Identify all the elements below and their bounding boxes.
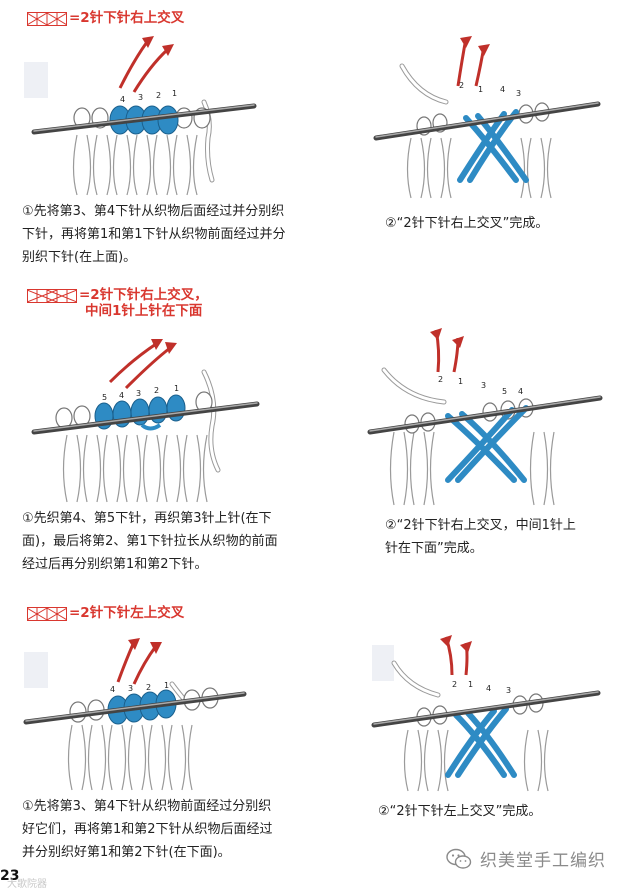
page-number: 23 — [0, 868, 20, 884]
stitch-label: 3 — [136, 389, 141, 398]
section-1-right-diagram: 2 1 4 3 — [373, 36, 601, 199]
section-2-title: =2针下针右上交叉， 中间1针上针在下面 — [27, 287, 208, 319]
section-1-left-diagram: 4 3 2 1 — [24, 36, 257, 196]
stitch-label: 3 — [138, 93, 143, 102]
section-3-right-caption: ②“2针下针左上交叉”完成。 — [378, 804, 542, 819]
knitting-needle — [31, 103, 257, 135]
section-3-title-line-1: =2针下针左上交叉 — [69, 605, 185, 621]
stitch-label: 1 — [164, 681, 169, 690]
cable-symbol-icon — [27, 607, 67, 621]
stitch-label: 2 — [146, 683, 151, 692]
cable-symbol-icon — [27, 289, 77, 303]
stitch-label: 2 — [452, 680, 457, 689]
section-3-title: =2针下针左上交叉 — [27, 605, 184, 621]
stitch-label: 1 — [468, 680, 473, 689]
stitch-label: 1 — [478, 85, 483, 94]
watermark: 大歌院器 — [7, 879, 47, 890]
stitch-label: 5 — [102, 393, 107, 402]
cable-symbol-icon — [27, 12, 67, 26]
stitch-label: 3 — [481, 381, 486, 390]
section-2-left-caption: ①先织第4、第5下针，再织第3针上针(在下 面)，最后将第2、第1下针拉长从织物… — [22, 511, 278, 572]
wechat-icon — [446, 848, 472, 869]
stitch-label: 4 — [120, 95, 125, 104]
stitch-label: 2 — [154, 386, 159, 395]
section-2-right-diagram: 2 1 3 5 4 — [367, 328, 603, 506]
brand-logo: 织美堂手工编织 — [446, 846, 606, 871]
stitch-label: 1 — [174, 384, 179, 393]
stitch-label: 4 — [500, 85, 505, 94]
section-1-title-line-1: =2针下针右上交叉 — [69, 10, 185, 26]
stitch-label: 2 — [438, 375, 443, 384]
stitch-label: 3 — [128, 684, 133, 693]
section-1-left-caption: ①先将第3、第4下针从织物后面经过并分别织 下针，再将第1和第1下针从织物前面经… — [22, 204, 286, 265]
stitch-label: 2 — [156, 91, 161, 100]
section-1-right-caption: ②“2针下针右上交叉”完成。 — [385, 216, 549, 231]
section-2-right-caption: ②“2针下针右上交叉，中间1针上 针在下面”完成。 — [385, 518, 576, 556]
section-3-right-diagram: 2 1 4 3 — [371, 635, 601, 792]
section-1-title: =2针下针右上交叉 — [27, 10, 184, 26]
stitch-label: 3 — [506, 686, 511, 695]
stitch-label: 4 — [110, 685, 115, 694]
section-2-title-line-1: =2针下针右上交叉， — [79, 287, 208, 303]
section-2-left-diagram: 5 4 3 2 1 — [31, 339, 260, 503]
stitch-label: 4 — [518, 387, 523, 396]
stitch-label: 1 — [458, 377, 463, 386]
stitch-label: 4 — [486, 684, 491, 693]
section-3-left-diagram: 4 3 2 1 — [23, 638, 247, 791]
section-2-title-line-2: 中间1针上针在下面 — [85, 303, 203, 319]
brand-name: 织美堂手工编织 — [480, 851, 606, 871]
stitch-label: 2 — [459, 81, 464, 90]
stitch-label: 1 — [172, 89, 177, 98]
stitch-label: 4 — [119, 391, 124, 400]
stitch-label: 3 — [516, 89, 521, 98]
stitch-label: 5 — [502, 387, 507, 396]
section-3-left-caption: ①先将第3、第4下针从织物前面经过分别织 好它们，再将第1和第2下针从织物后面经… — [22, 799, 273, 860]
